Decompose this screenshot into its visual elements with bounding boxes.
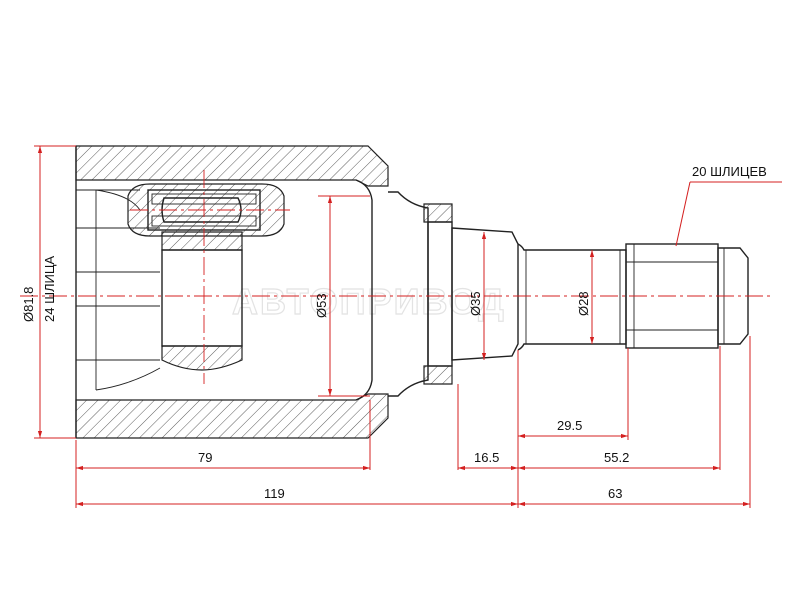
shaft-length-label: 29.5 [557, 418, 582, 433]
collar-length-label: 16.5 [474, 450, 499, 465]
dim-shaft-diameter: Ø28 [576, 250, 595, 344]
housing-splines-label: 24 ШЛИЦА [42, 256, 57, 322]
dim-shaft-splines: 20 ШЛИЦЕВ [675, 164, 782, 247]
stub-shaft [388, 191, 749, 397]
bore-diameter-label: Ø53 [314, 293, 329, 318]
outer-diameter-label: Ø81.8 [21, 287, 36, 322]
centerlines [20, 170, 774, 384]
collar-diameter-label: Ø35 [468, 291, 483, 316]
dim-bore-diameter: Ø53 [314, 195, 370, 397]
dim-stub-length: 55.2 [518, 450, 720, 471]
joint-housing [75, 145, 389, 439]
extension-lines [75, 336, 751, 508]
dim-collar-length: 16.5 [458, 450, 518, 471]
shaft-splines-label: 20 ШЛИЦЕВ [692, 164, 767, 179]
stub-length-label: 55.2 [604, 450, 629, 465]
watermark: АВТОПРИВОД [232, 281, 506, 322]
housing-length-label: 79 [198, 450, 212, 465]
shaft-diameter-label: Ø28 [576, 291, 591, 316]
dim-housing-length: 79 [76, 450, 370, 471]
dim-shaft-length: 29.5 [518, 418, 628, 439]
dim-total-housing: 119 [76, 486, 518, 507]
tripod-roller [127, 183, 285, 371]
total-stub-label: 63 [608, 486, 622, 501]
dim-outer-diameter: Ø81.8 24 ШЛИЦА [21, 145, 76, 439]
total-housing-label: 119 [264, 486, 285, 501]
dim-collar-diameter: Ø35 [468, 232, 487, 360]
dim-total-stub: 63 [518, 486, 750, 507]
